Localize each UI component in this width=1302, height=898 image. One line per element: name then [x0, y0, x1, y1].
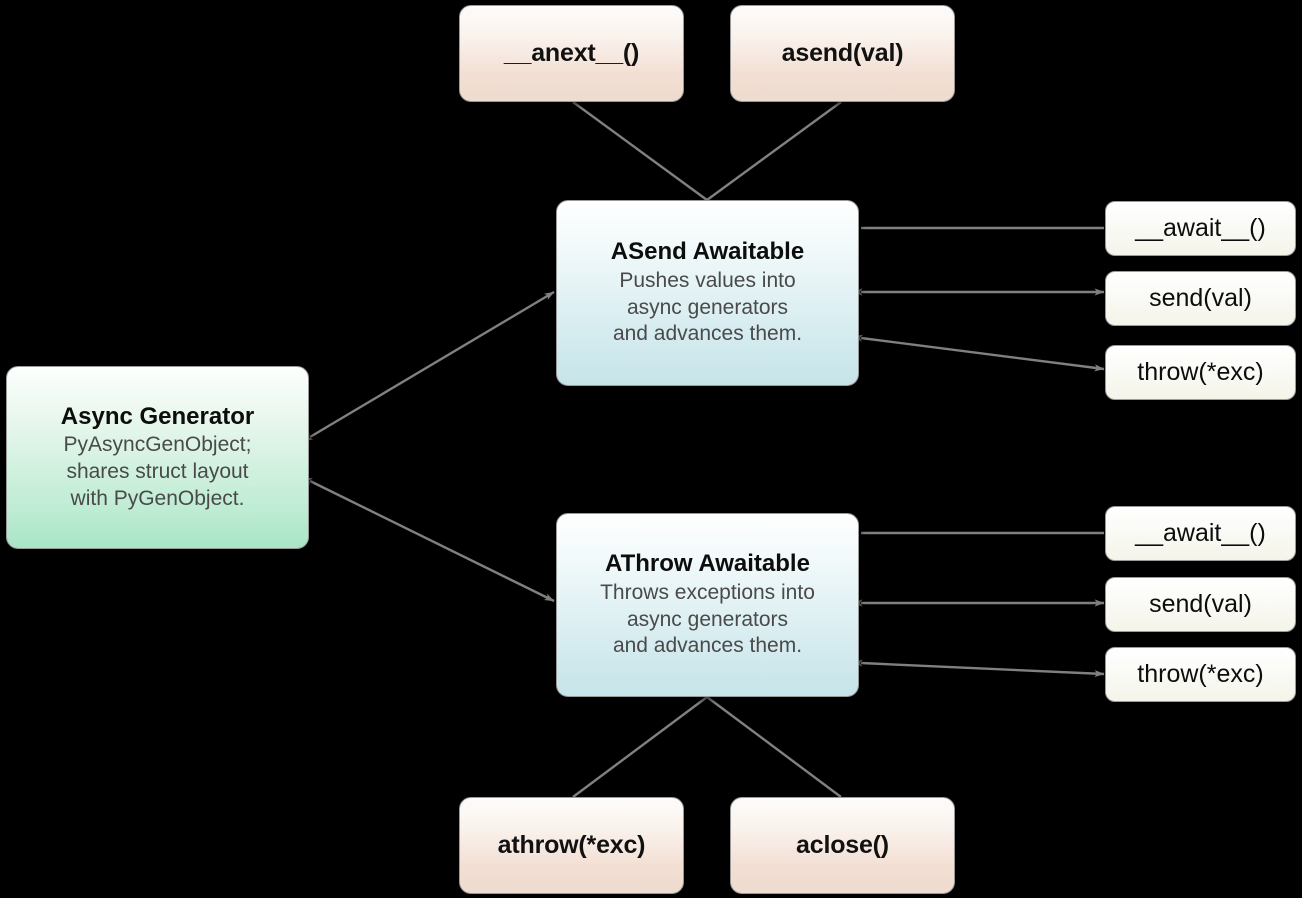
edge-athrow-awaitable-to-athrow-method	[572, 696, 708, 798]
node-label: __await__()	[1135, 519, 1266, 547]
node-athrow-await-slot[interactable]: __await__()	[1105, 506, 1296, 561]
edge-asend-to-asend-awaitable	[706, 101, 842, 201]
node-asend-method[interactable]: asend(val)	[730, 5, 955, 102]
node-title: AThrow Awaitable	[605, 550, 810, 578]
node-label: send(val)	[1149, 284, 1252, 312]
edge-athrow-awaitable-to-aclose	[706, 696, 842, 798]
edge-athrow-throw-link	[852, 659, 1105, 678]
node-asend-send-slot[interactable]: send(val)	[1105, 271, 1296, 326]
node-label: send(val)	[1149, 590, 1252, 618]
edge-anext-to-asend-awaitable	[572, 101, 708, 201]
node-athrow-throw-slot[interactable]: throw(*exc)	[1105, 647, 1296, 702]
node-description: Throws exceptions into async generators …	[600, 580, 815, 658]
node-label: throw(*exc)	[1137, 660, 1264, 688]
node-label: __await__()	[1135, 214, 1266, 242]
node-title: Async Generator	[60, 402, 255, 430]
node-label: throw(*exc)	[1137, 358, 1264, 386]
node-async-generator[interactable]: Async Generator PyAsyncGenObject; shares…	[6, 366, 309, 549]
node-label: aclose()	[796, 831, 889, 859]
node-athrow-send-slot[interactable]: send(val)	[1105, 577, 1296, 632]
node-label: __anext__()	[503, 39, 640, 67]
node-aclose-method[interactable]: aclose()	[730, 797, 955, 894]
node-description: Pushes values into async generators and …	[612, 268, 803, 346]
node-label: asend(val)	[781, 39, 904, 67]
node-anext-method[interactable]: __anext__()	[459, 5, 684, 102]
edge-generator-to-asend	[302, 290, 555, 442]
node-asend-await-slot[interactable]: __await__()	[1105, 201, 1296, 256]
node-asend-throw-slot[interactable]: throw(*exc)	[1105, 345, 1296, 400]
edge-asend-throw-link	[852, 334, 1105, 372]
node-athrow-method[interactable]: athrow(*exc)	[459, 797, 684, 894]
edge-generator-to-athrow	[302, 477, 555, 603]
node-asend-awaitable[interactable]: ASend Awaitable Pushes values into async…	[556, 200, 859, 386]
node-title: ASend Awaitable	[610, 238, 805, 266]
node-label: athrow(*exc)	[497, 831, 646, 859]
node-description: PyAsyncGenObject; shares struct layout w…	[63, 433, 252, 510]
node-athrow-awaitable[interactable]: AThrow Awaitable Throws exceptions into …	[556, 513, 859, 697]
